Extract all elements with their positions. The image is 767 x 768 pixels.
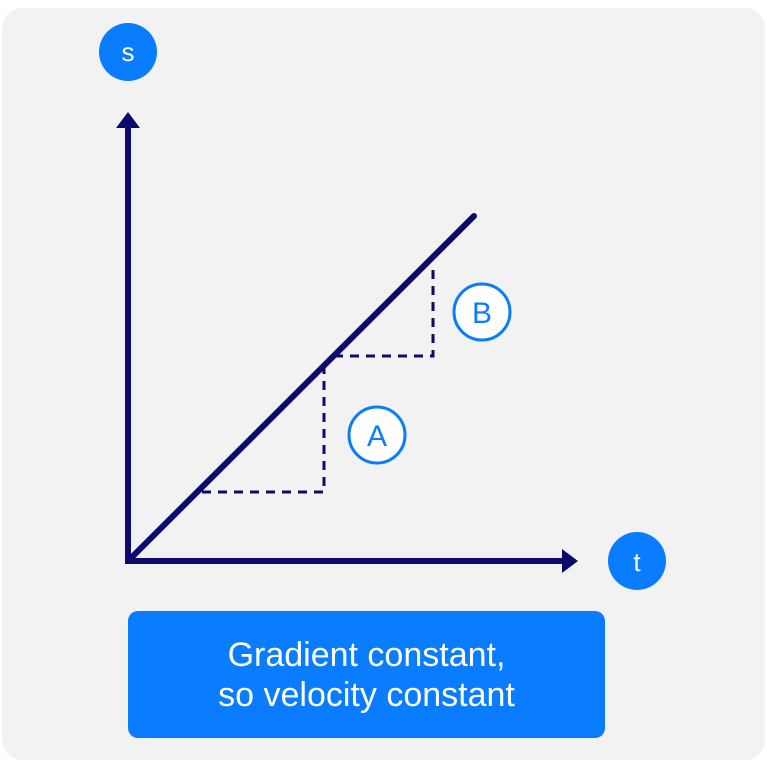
x-axis-arrowhead	[562, 549, 578, 573]
y-axis-label: s	[122, 37, 135, 67]
marker-b: B	[452, 282, 512, 342]
gradient-triangle-b	[334, 268, 435, 358]
x-axis-label: t	[633, 547, 641, 577]
caption-line-1: Gradient constant,	[227, 635, 506, 674]
marker-b-label: B	[472, 297, 492, 330]
caption-box: Gradient constant, so velocity constant	[128, 611, 605, 738]
y-axis-label-badge: s	[99, 23, 157, 81]
gradient-triangle-a	[202, 368, 326, 494]
straight-line-graph	[125, 213, 477, 564]
marker-a-label: A	[367, 420, 387, 453]
caption-line-2: so velocity constant	[218, 675, 515, 714]
y-axis-arrowhead	[116, 112, 140, 128]
x-axis-label-badge: t	[608, 532, 666, 590]
marker-a: A	[347, 405, 407, 465]
